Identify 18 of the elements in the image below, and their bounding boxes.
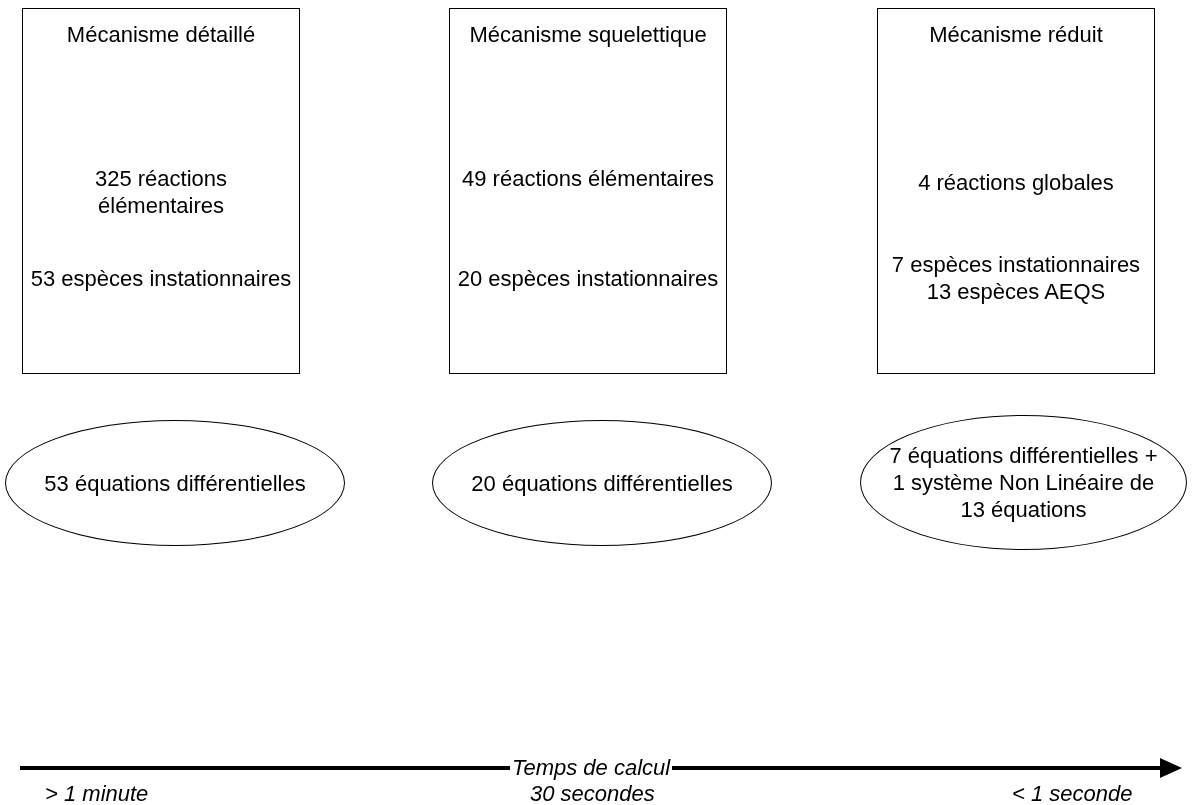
- mechanism-box: [877, 8, 1155, 374]
- box-text: 7 espèces instationnaires 13 espèces AEQS: [890, 251, 1142, 305]
- ellipse-text: 53 équations différentielles: [43, 469, 307, 497]
- time-label: > 1 minute: [45, 781, 149, 805]
- ellipse-text: 20 équations différentielles: [470, 469, 734, 497]
- box-text: 325 réactions élémentaires: [93, 165, 229, 219]
- box-heading: Mécanisme squelettique: [468, 21, 708, 48]
- mechanism-box: [449, 8, 727, 374]
- time-label: 30 secondes: [530, 781, 655, 805]
- box-heading: Mécanisme détaillé: [65, 21, 257, 48]
- box-text: 49 réactions élémentaires: [461, 165, 715, 192]
- time-label: < 1 seconde: [1012, 781, 1133, 805]
- ellipse-text: 7 équations différentielles + 1 système Non Linéaire de 13 équations: [888, 442, 1159, 523]
- box-text: 4 réactions globales: [917, 169, 1115, 196]
- box-text: 53 espèces instationnaires: [29, 265, 293, 292]
- mechanism-box: [22, 8, 300, 374]
- box-text: 20 espèces instationnaires: [456, 265, 720, 292]
- box-heading: Mécanisme réduit: [928, 21, 1104, 48]
